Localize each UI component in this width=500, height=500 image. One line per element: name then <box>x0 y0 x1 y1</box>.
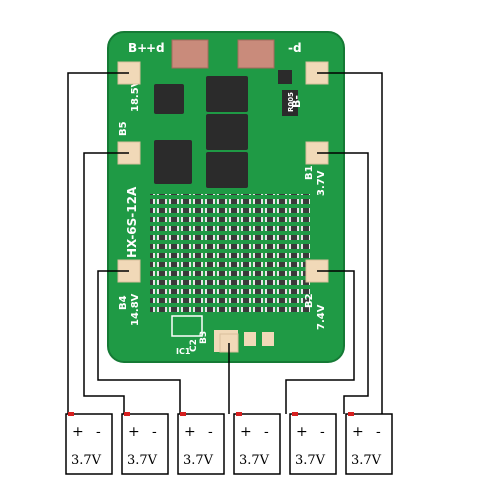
b3-pad-right-1 <box>244 332 256 346</box>
voltage-label-b1: 3.7V <box>316 170 327 196</box>
pcb-board <box>107 31 345 363</box>
cell-voltage-label: 3.7V <box>351 453 382 468</box>
cell-body <box>177 413 225 475</box>
wire-b1 <box>317 152 369 414</box>
cell-positive-label: + <box>184 424 196 440</box>
pad-label-b4: B4 <box>118 295 129 310</box>
wire-b5 <box>83 152 129 414</box>
cell-positive-label: + <box>128 424 140 440</box>
battery-cell: + - 3.7V <box>345 412 393 475</box>
positive-terminal <box>68 412 74 416</box>
cell-negative-label: - <box>264 424 269 440</box>
battery-cell: + - 3.7V <box>177 412 225 475</box>
battery-cell: + - 3.7V <box>289 412 337 475</box>
mosfet-3 <box>206 152 248 188</box>
mosfet-2 <box>206 114 248 150</box>
voltage-label-b5: 18.5V <box>130 79 141 112</box>
cell-voltage-label: 3.7V <box>127 453 158 468</box>
cell-body <box>121 413 169 475</box>
positive-terminal <box>292 412 298 416</box>
wire-b-minus <box>317 72 383 414</box>
cell-voltage-label: 3.7V <box>71 453 102 468</box>
cell-body <box>289 413 337 475</box>
top-copper-pad-right <box>237 39 275 69</box>
pad-label-b2: B2 <box>304 293 315 308</box>
voltage-label-b4: 14.8V <box>130 293 141 326</box>
positive-terminal <box>236 412 242 416</box>
cell-voltage-label: 3.7V <box>183 453 214 468</box>
cell-positive-label: + <box>296 424 308 440</box>
capacitor-code-label: C2 <box>189 339 199 352</box>
cell-negative-label: - <box>96 424 101 440</box>
cell-body <box>345 413 393 475</box>
cell-body <box>233 413 281 475</box>
model-label: HX-6S-12A <box>125 186 139 258</box>
cell-voltage-label: 3.7V <box>239 453 270 468</box>
ic-code-label: IC1 <box>176 347 191 356</box>
smd-component-array <box>150 194 310 314</box>
cell-negative-label: - <box>208 424 213 440</box>
positive-terminal <box>348 412 354 416</box>
pad-label-d-plus: +d <box>146 41 165 55</box>
cell-negative-label: - <box>376 424 381 440</box>
board-labels: B+ +d -d B- R005 B5 18.5V B1 3.7V HX-6S-… <box>118 41 327 356</box>
battery-cell: + - 3.7V <box>121 412 169 475</box>
positive-terminal <box>124 412 130 416</box>
pad-label-b-plus: B+ <box>128 41 147 55</box>
battery-cell: + - 3.7V <box>233 412 281 475</box>
wire-b2 <box>285 270 355 414</box>
pad-label-d-minus: -d <box>288 41 302 55</box>
small-chip <box>278 70 292 84</box>
resistor-r005 <box>282 90 298 116</box>
cell-negative-label: - <box>152 424 157 440</box>
pad-label-b1: B1 <box>304 165 315 180</box>
b3-pad-right-2 <box>262 332 274 346</box>
cell-positive-label: + <box>352 424 364 440</box>
wire-b4 <box>97 270 181 414</box>
wires <box>67 72 383 414</box>
battery-cells: + - 3.7V + - 3.7V + - 3.7V + - 3.7V <box>65 412 393 475</box>
voltage-label-b2: 7.4V <box>316 304 327 330</box>
battery-cell: + - 3.7V <box>65 412 113 475</box>
positive-terminal <box>180 412 186 416</box>
cell-negative-label: - <box>320 424 325 440</box>
pad-label-b3: B3 <box>199 331 209 344</box>
wire-b-plus <box>67 72 129 414</box>
mosfet-1 <box>206 76 248 112</box>
top-copper-pad-left <box>171 39 209 69</box>
cell-body <box>65 413 113 475</box>
pad-label-b5: B5 <box>118 121 129 136</box>
regulator-chip <box>154 84 184 114</box>
cell-positive-label: + <box>240 424 252 440</box>
transistor-chip <box>154 140 192 184</box>
cell-voltage-label: 3.7V <box>295 453 326 468</box>
resistor-code-label: R005 <box>287 92 295 112</box>
pad-label-b-minus: B- <box>290 95 303 108</box>
ic-footprint <box>171 315 203 337</box>
cell-positive-label: + <box>72 424 84 440</box>
